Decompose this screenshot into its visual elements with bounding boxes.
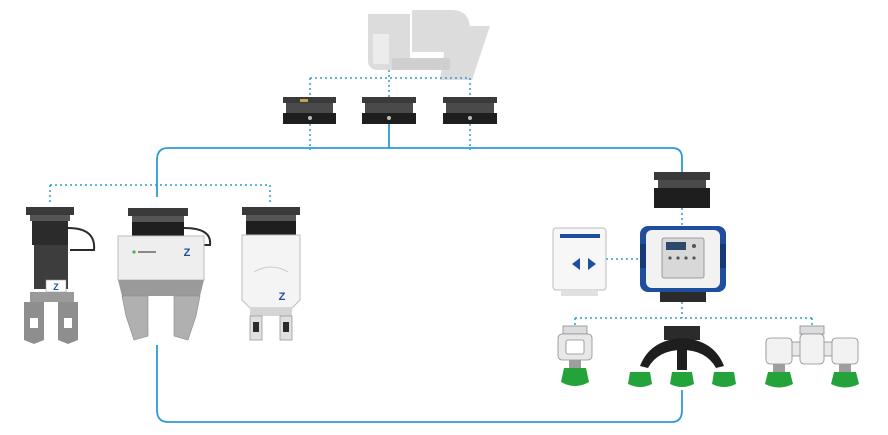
- control-device: [552, 227, 607, 296]
- suction-spider: [628, 326, 736, 387]
- gripper-links: [49, 184, 271, 205]
- quick-changer-1: [283, 97, 336, 124]
- robot-changer-links: [309, 70, 471, 150]
- suction-dual: [765, 325, 859, 388]
- gripper-logo-2: Z: [184, 247, 191, 259]
- robot-arm-icon: [368, 10, 490, 80]
- main-connector-line: [156, 124, 683, 423]
- suction-links: [574, 302, 813, 326]
- gripper-logo-3: Z: [279, 291, 286, 303]
- suction-single: [557, 325, 593, 386]
- quick-changer-3: [443, 97, 497, 124]
- gripper-white: Z: [241, 207, 301, 341]
- vacuum-generator: [640, 226, 726, 302]
- quick-changer-2: [362, 97, 416, 124]
- gripper-logo-1: Z: [53, 282, 59, 292]
- quick-changer-right: [654, 172, 710, 208]
- gripper-dark: Z: [24, 207, 96, 344]
- gripper-silver: Z: [117, 208, 212, 341]
